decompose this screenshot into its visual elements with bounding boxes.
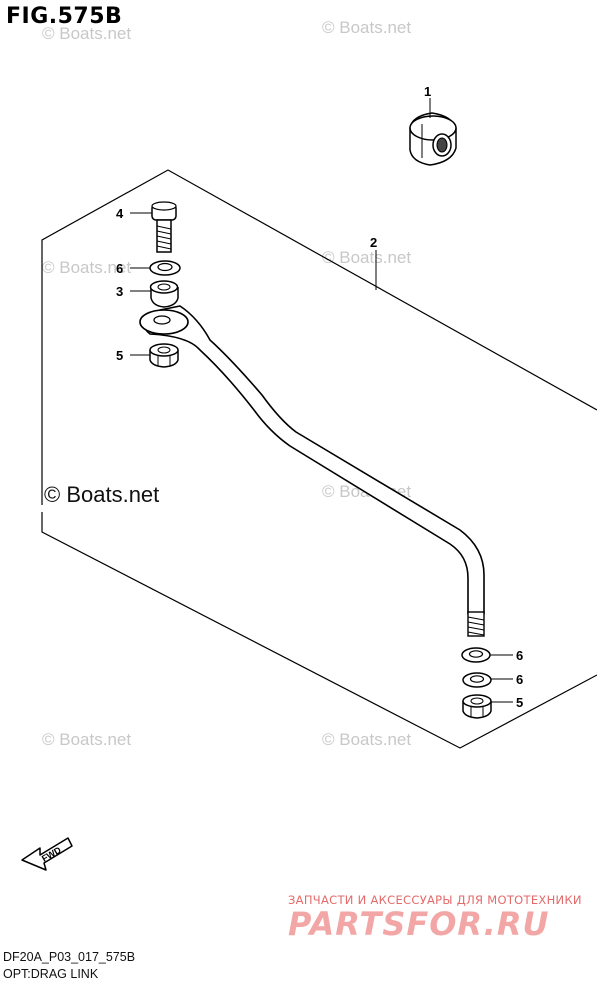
callout-2: 2 [370,235,377,250]
part-2-drag-link [139,305,485,637]
figure-title: FIG.575B [6,4,123,29]
callout-6: 6 [516,648,523,663]
callout-4: 4 [116,206,124,221]
callout-6: 6 [116,261,123,276]
part-3-collar [149,280,179,308]
watermark: © Boats.net [42,24,132,43]
watermark: © Boats.net [42,730,132,749]
part-1-nut [409,112,457,166]
assembly-box-outline [41,169,597,505]
banner-logo: PARTSFOR.RU [288,905,550,943]
watermark: © Boats.net [322,730,412,749]
part-4-bolt [151,201,177,253]
callout-5: 5 [116,348,123,363]
leader-lines [130,98,513,703]
callout-6: 6 [516,672,523,687]
part-5-nut [462,694,492,719]
watermark: © Boats.net [44,482,160,507]
part-6-washer [149,260,181,276]
watermark: © Boats.net [322,248,412,267]
part-6-washer [462,672,492,688]
banner-text: ЗАПЧАСТИ И АКСЕССУАРЫ ДЛЯ МОТОТЕХНИКИ [288,893,582,907]
fwd-arrow-icon: FWD [21,837,73,871]
callout-5: 5 [516,695,523,710]
part-6-washer [461,647,491,663]
watermark: © Boats.net [42,258,132,277]
callout-3: 3 [116,284,123,299]
watermark: © Boats.net [322,18,412,37]
assembly-box-outline [41,512,597,749]
caption: OPT:DRAG LINK [3,967,99,981]
diagram-code: DF20A_P03_017_575B [3,950,136,964]
part-5-nut [149,343,179,368]
callout-1: 1 [424,84,431,99]
